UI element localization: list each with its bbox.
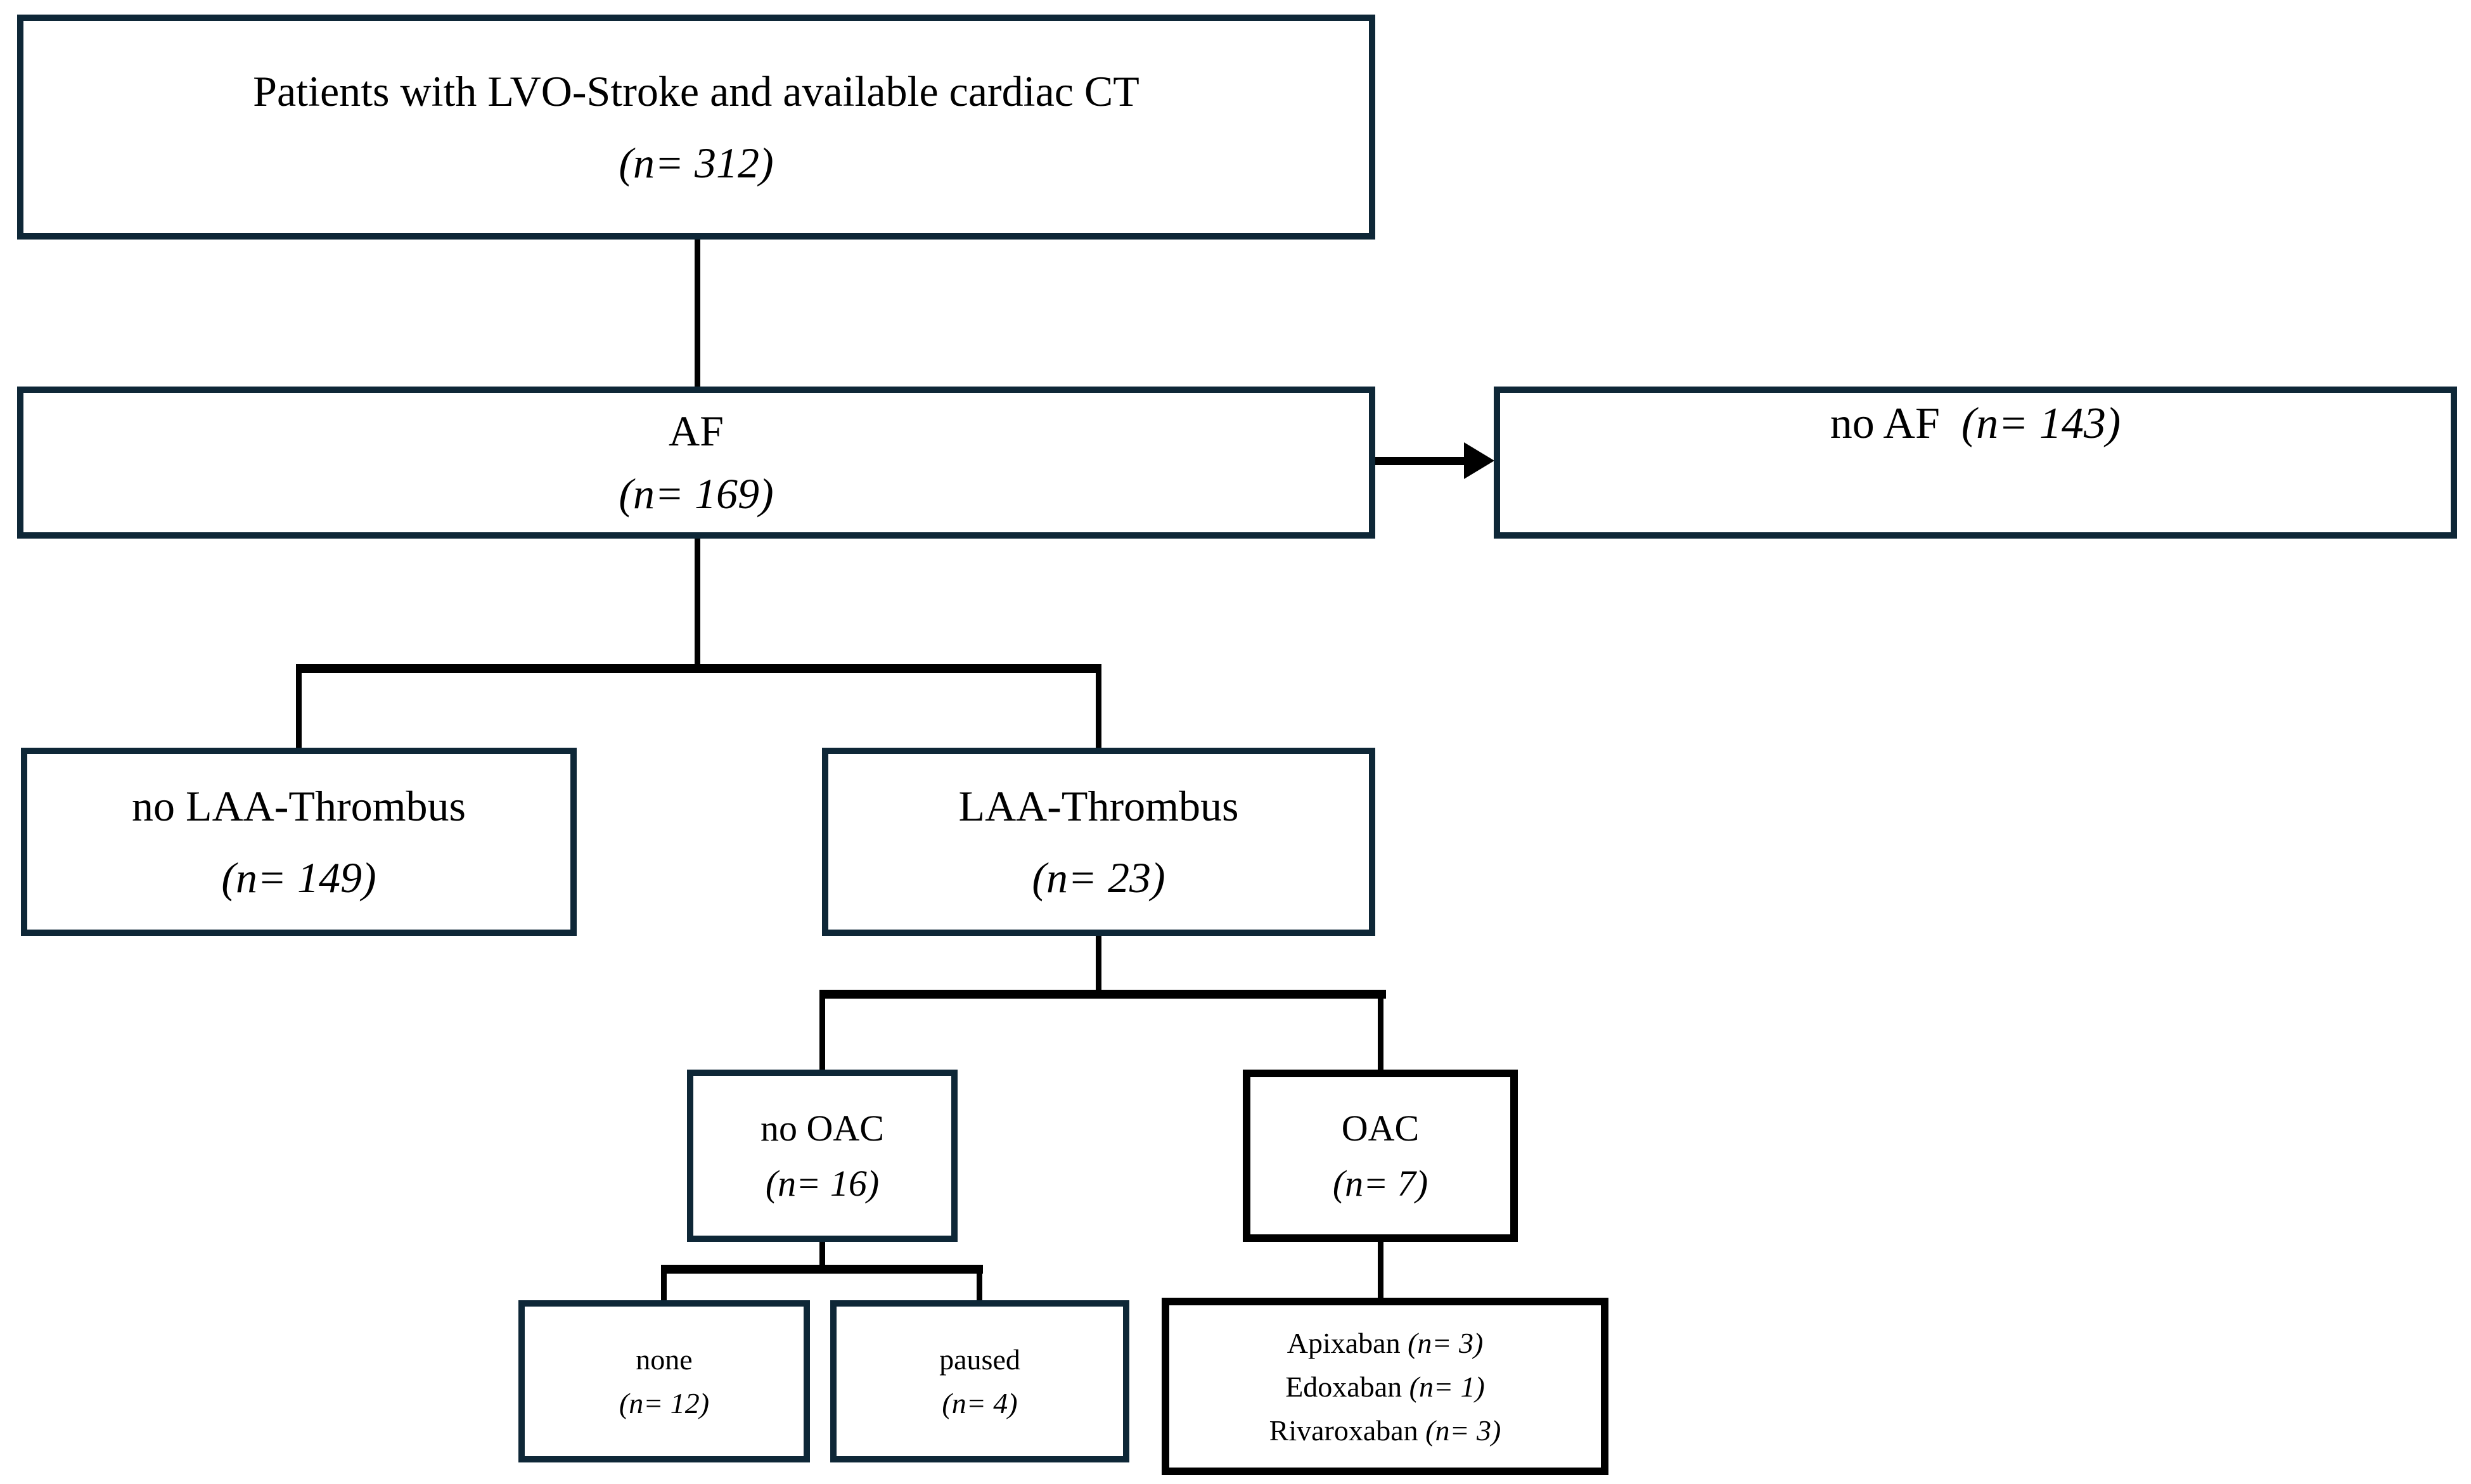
connector-branch-none: [661, 1265, 667, 1302]
drug-name: Apixaban: [1287, 1326, 1401, 1359]
box-no-laa-n: (n= 149): [221, 853, 376, 902]
box-patients-label: Patients with LVO-Stroke and available c…: [253, 67, 1139, 115]
connector-branch-no-oac: [819, 990, 825, 1071]
box-oac-n: (n= 7): [1332, 1163, 1428, 1204]
connector-oac-drugs: [1378, 1241, 1383, 1299]
box-af-label: AF: [669, 407, 724, 456]
drug-n: (n= 3): [1408, 1326, 1484, 1359]
drug-line: Rivaroxaban (n= 3): [1269, 1409, 1501, 1452]
arrow-af-noaf-shaft: [1373, 457, 1469, 465]
drug-name: Edoxaban: [1285, 1370, 1402, 1403]
box-paused-n: (n= 4): [942, 1387, 1018, 1419]
branch-line-oac: [819, 990, 1386, 999]
box-af-n: (n= 169): [619, 470, 774, 518]
box-no-laa-thrombus: no LAA-Thrombus (n= 149): [21, 748, 577, 936]
connector-branch-no-laa: [296, 664, 302, 750]
box-no-af-n: (n= 143): [1961, 399, 2121, 448]
drug-name: Rivaroxaban: [1269, 1414, 1418, 1447]
box-laa-thrombus: LAA-Thrombus (n= 23): [822, 748, 1375, 936]
connector-branch-laa: [1096, 664, 1101, 750]
box-no-oac-n: (n= 16): [765, 1163, 880, 1204]
branch-line-laa: [296, 664, 1101, 673]
box-none-n: (n= 12): [619, 1387, 710, 1419]
box-no-laa-label: no LAA-Thrombus: [132, 781, 466, 830]
box-paused-label: paused: [939, 1343, 1020, 1376]
connector-no-oac-branch: [819, 1241, 825, 1270]
box-laa-n: (n= 23): [1032, 853, 1165, 902]
drug-line: Apixaban (n= 3): [1287, 1321, 1484, 1365]
box-patients-n: (n= 312): [619, 138, 774, 187]
box-none-label: none: [636, 1343, 693, 1376]
connector-af-branch: [695, 537, 700, 672]
box-no-oac: no OAC (n= 16): [687, 1070, 958, 1242]
branch-line-none-paused: [661, 1265, 983, 1274]
connector-branch-oac: [1378, 990, 1383, 1071]
box-af: AF (n= 169): [17, 387, 1375, 539]
arrow-af-noaf-head: [1464, 442, 1494, 479]
box-no-af: no AF (n= 143): [1494, 387, 2457, 539]
box-oac-label: OAC: [1341, 1108, 1420, 1149]
connector-laa-branch: [1096, 935, 1101, 996]
connector-branch-paused: [977, 1265, 982, 1302]
box-no-af-label: no AF: [1830, 399, 1940, 448]
box-patients: Patients with LVO-Stroke and available c…: [17, 15, 1375, 240]
drug-n: (n= 3): [1425, 1414, 1501, 1447]
box-paused: paused (n= 4): [830, 1300, 1129, 1462]
box-oac: OAC (n= 7): [1243, 1070, 1518, 1242]
drug-n: (n= 1): [1409, 1370, 1485, 1403]
box-laa-label: LAA-Thrombus: [958, 781, 1239, 830]
connector-patients-af: [695, 238, 700, 391]
box-oac-drugs: Apixaban (n= 3) Edoxaban (n= 1) Rivaroxa…: [1162, 1298, 1608, 1475]
drug-line: Edoxaban (n= 1): [1285, 1365, 1485, 1409]
box-none: none (n= 12): [518, 1300, 810, 1462]
box-no-oac-label: no OAC: [761, 1108, 884, 1149]
